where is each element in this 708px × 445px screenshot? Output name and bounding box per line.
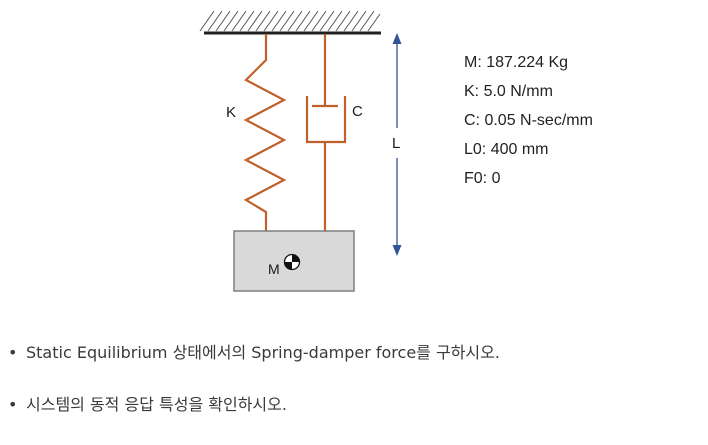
spring-label: K bbox=[226, 104, 236, 121]
bullet-dot-icon: • bbox=[8, 395, 18, 414]
spring bbox=[243, 34, 287, 231]
parameter-list: M: 187.224 Kg K: 5.0 N/mm C: 0.05 N-sec/… bbox=[464, 48, 593, 193]
bullet-dot-icon: • bbox=[8, 343, 18, 362]
ground-hatch-icon bbox=[199, 10, 381, 32]
center-of-mass-icon bbox=[283, 253, 301, 271]
param-mass: M: 187.224 Kg bbox=[464, 54, 569, 71]
bullet-text: 시스템의 동적 응답 특성을 확인하시오. bbox=[26, 395, 287, 414]
bullet-item: • Static Equilibrium 상태에서의 Spring-damper … bbox=[8, 341, 500, 365]
param-preload: F0: 0 bbox=[464, 170, 501, 187]
param-free-length: L0: 400 mm bbox=[464, 141, 549, 158]
mass-label: M bbox=[268, 261, 280, 277]
length-arrow bbox=[392, 33, 402, 256]
length-label: L bbox=[392, 135, 400, 152]
bullet-item: • 시스템의 동적 응답 특성을 확인하시오. bbox=[8, 393, 500, 417]
spring-damper-diagram: K C M L bbox=[199, 10, 402, 292]
damper-label: C bbox=[352, 103, 363, 120]
bullet-text: Static Equilibrium 상태에서의 Spring-damper f… bbox=[26, 343, 500, 362]
param-damping: C: 0.05 N-sec/mm bbox=[464, 112, 593, 129]
task-bullet-list: • Static Equilibrium 상태에서의 Spring-damper … bbox=[8, 341, 500, 445]
param-stiffness: K: 5.0 N/mm bbox=[464, 83, 553, 100]
damper bbox=[305, 34, 347, 231]
